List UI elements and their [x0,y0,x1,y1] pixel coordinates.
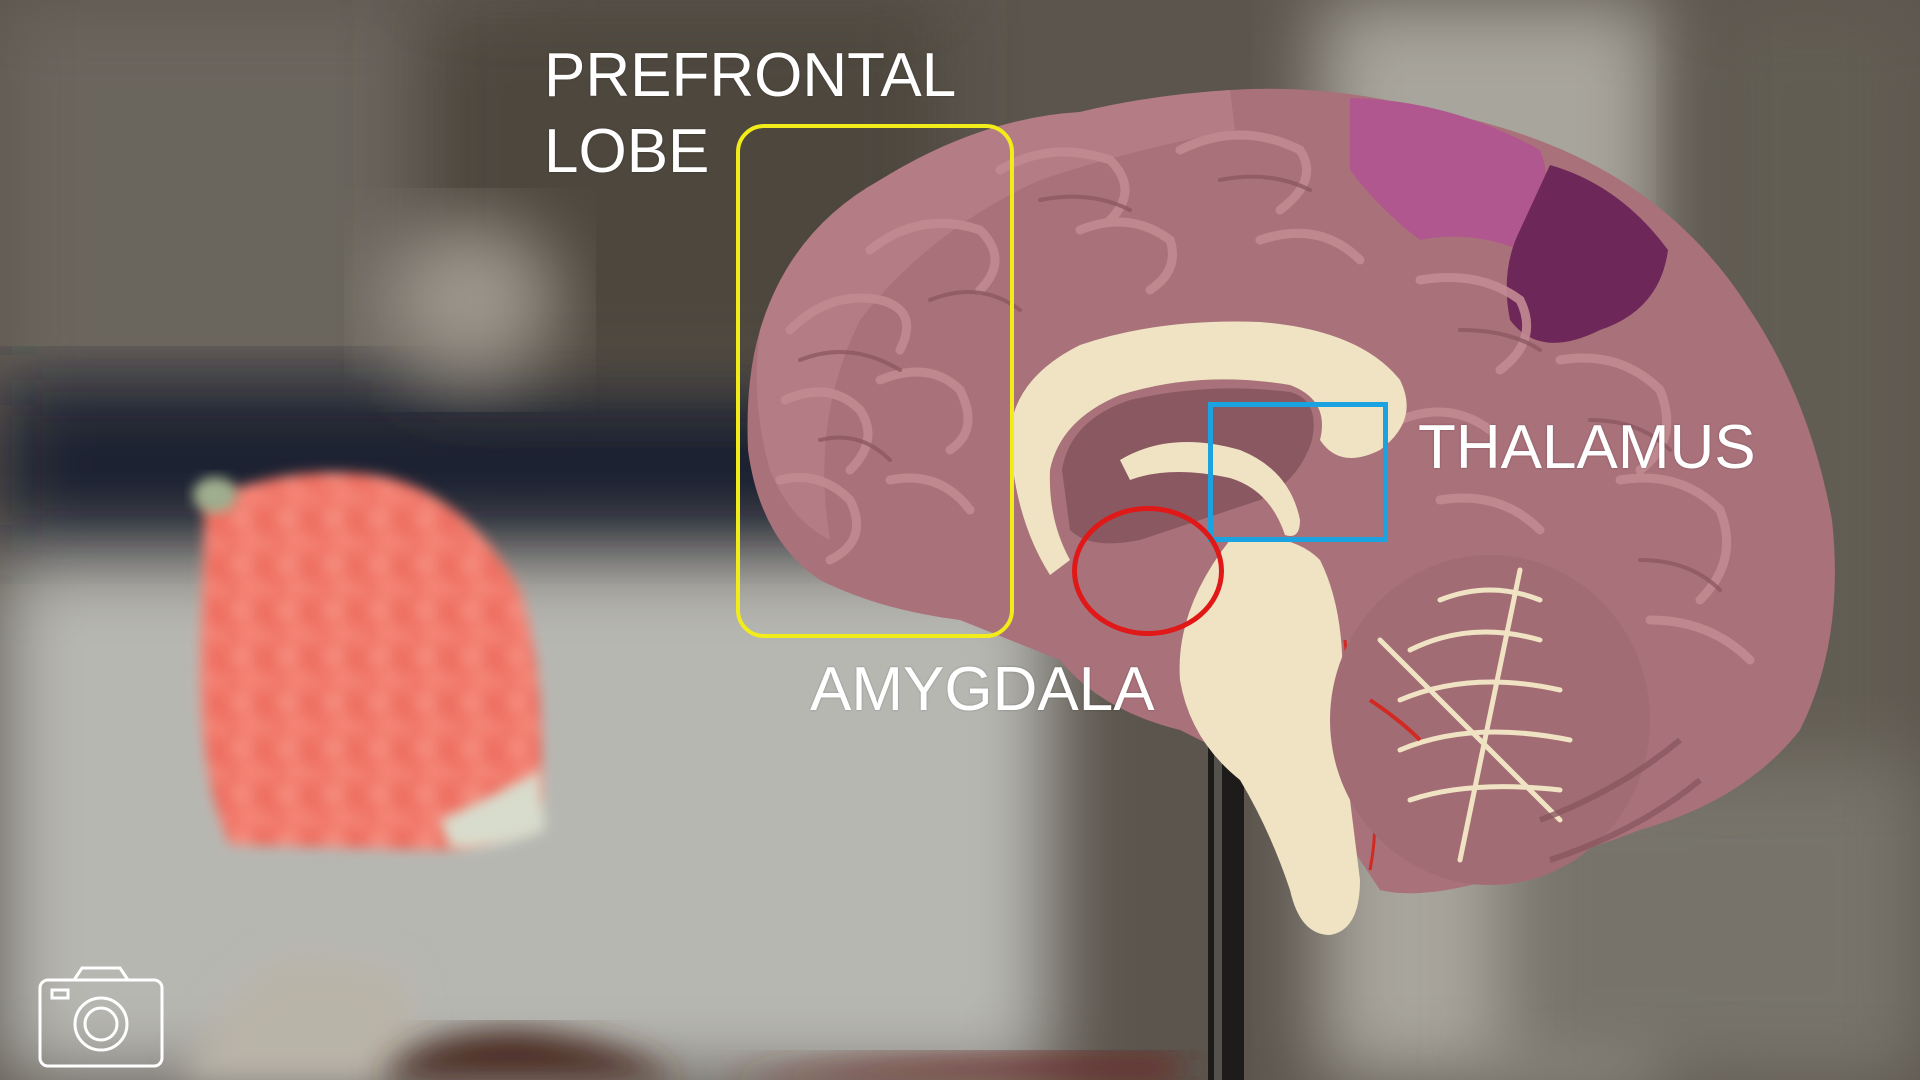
amygdala-highlight-circle [1072,506,1224,636]
thalamus-highlight-box [1208,402,1388,542]
prefrontal-label-line2: LOBE [544,117,710,186]
prefrontal-label-line1: PREFRONTAL [544,41,957,110]
foreground-objects [180,955,1180,1080]
coral-cauliflower-object [193,472,545,850]
prefrontal-lobe-label: PREFRONTAL LOBE [544,38,956,190]
amygdala-label: AMYGDALA [810,655,1155,724]
prefrontal-lobe-highlight-box [736,124,1014,638]
brain-model [747,88,1835,935]
thalamus-label: THALAMUS [1418,413,1756,482]
camera-icon [38,966,164,1068]
model-stand [1208,740,1244,1080]
